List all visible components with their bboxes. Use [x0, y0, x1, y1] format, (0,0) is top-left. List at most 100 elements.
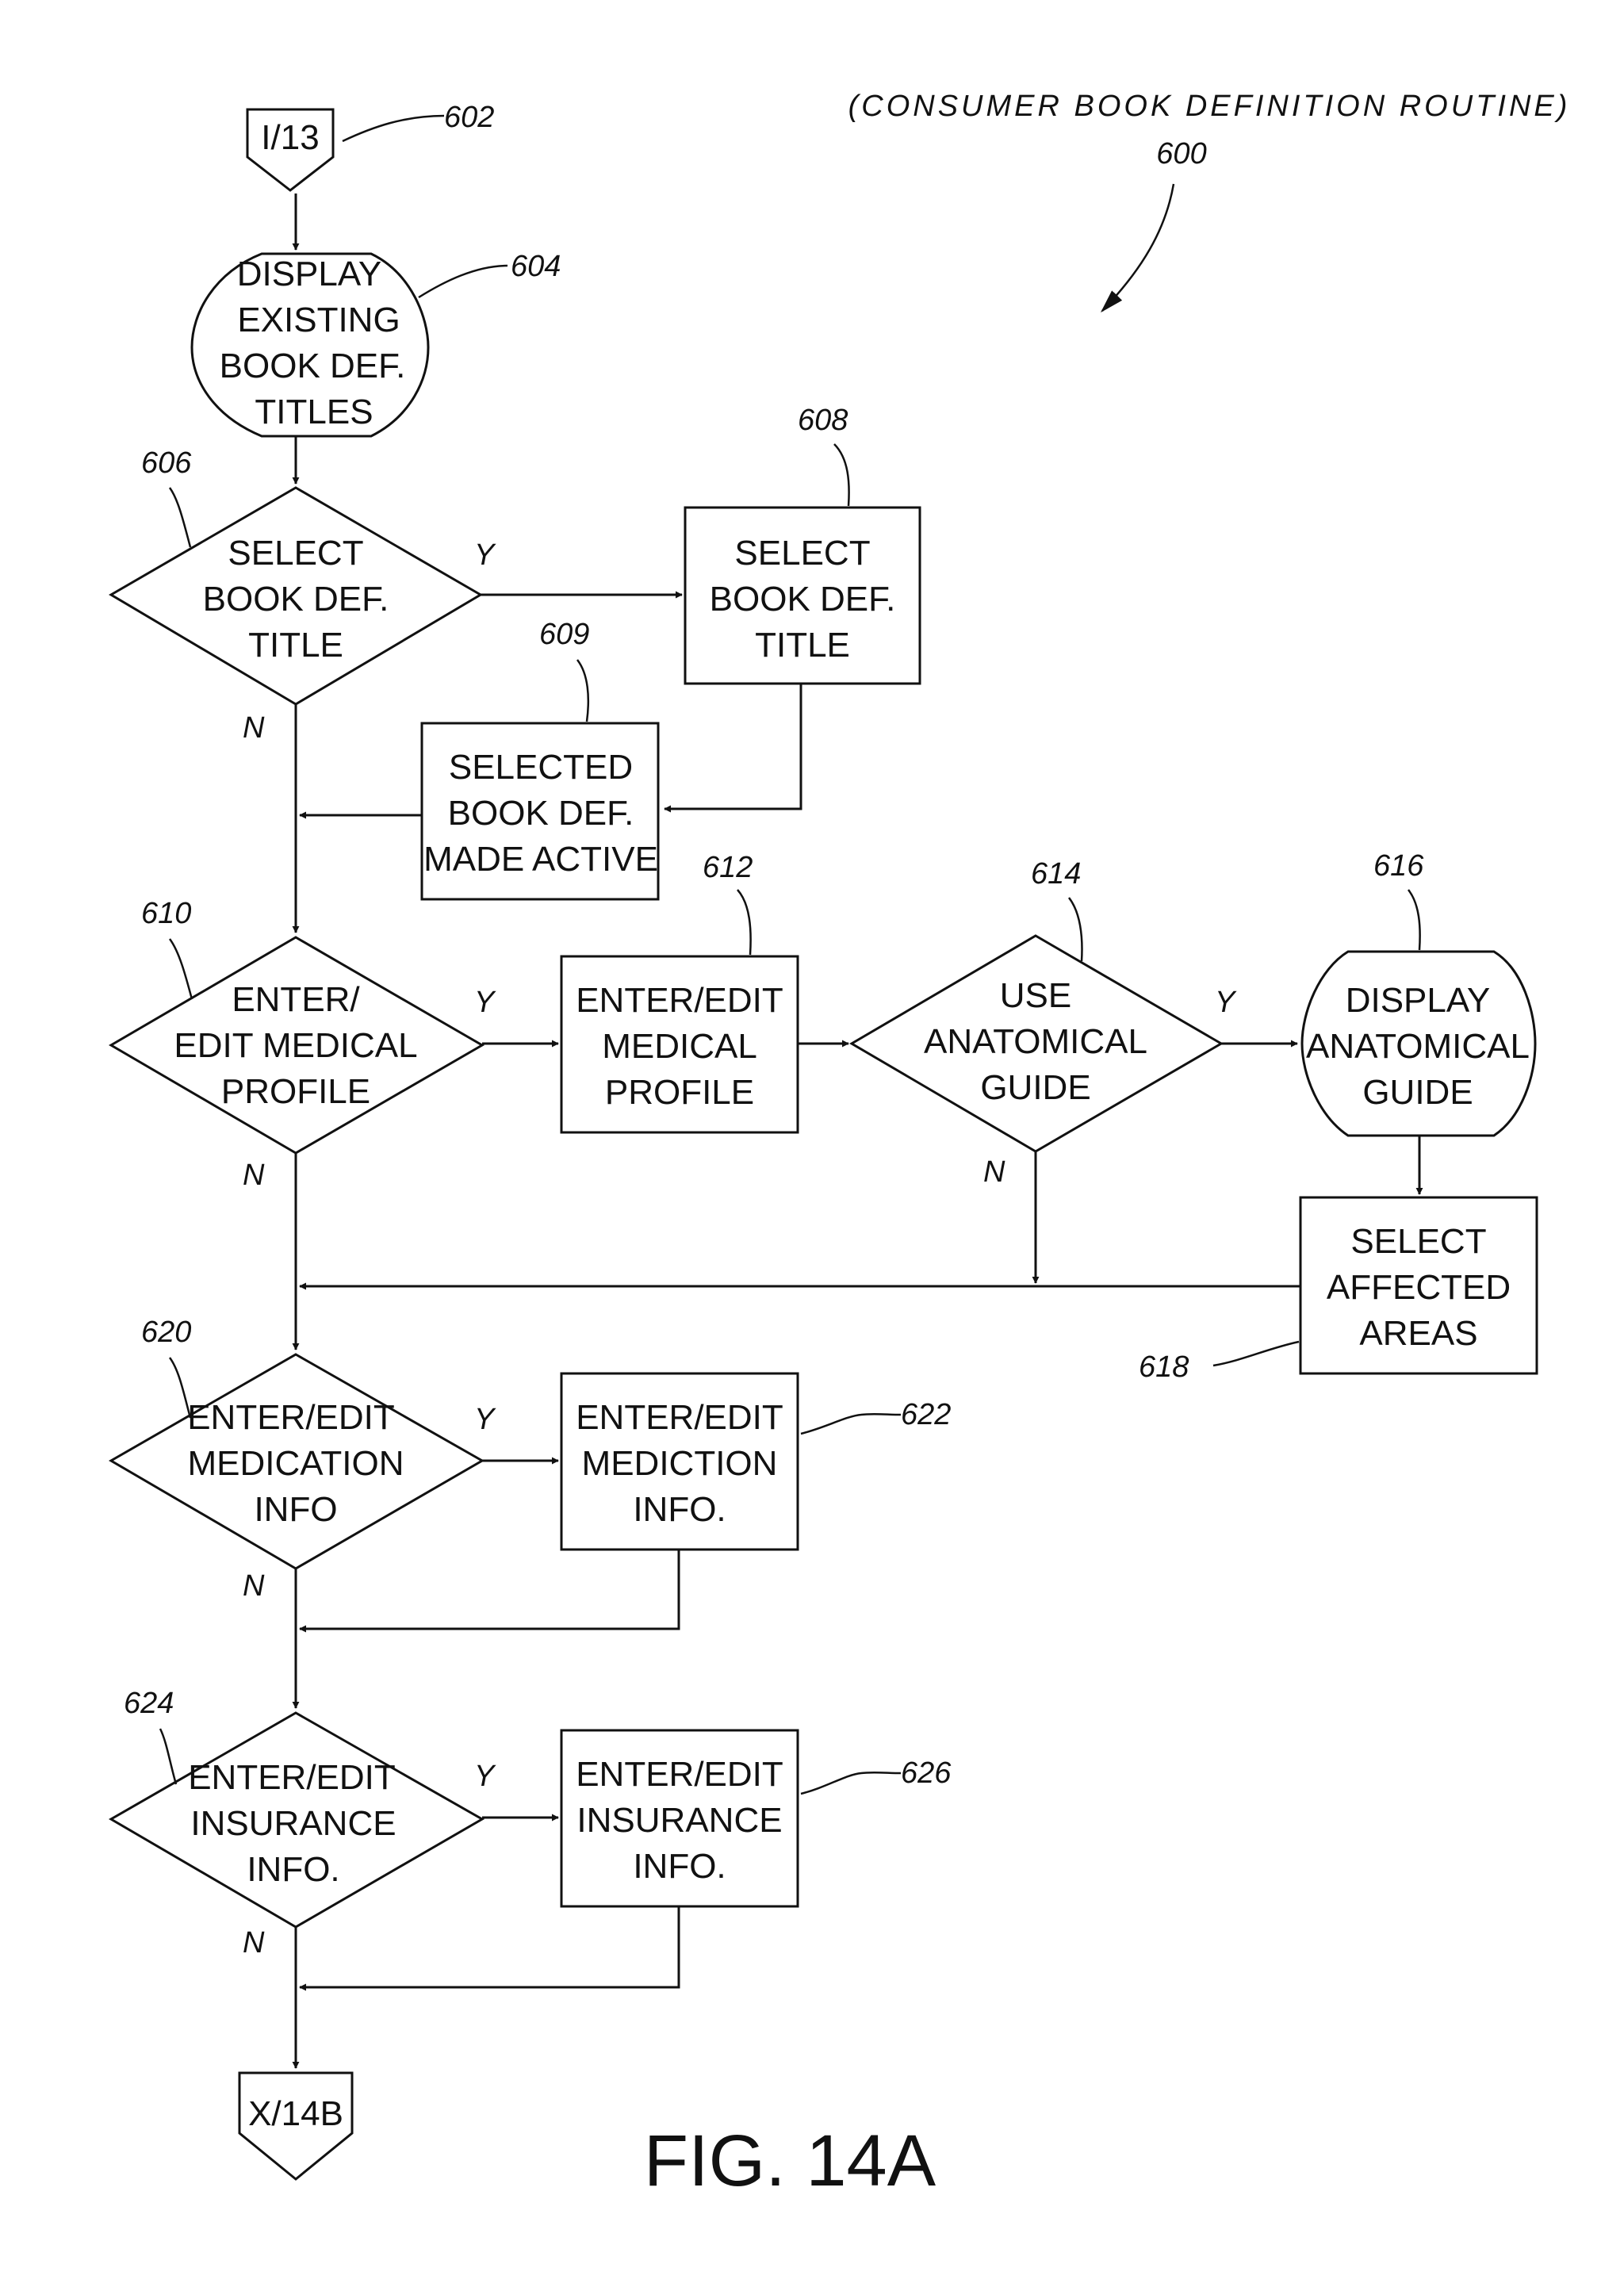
node-604-text-line-3: BOOK DEF. — [220, 347, 406, 385]
node-620-leader — [170, 1358, 190, 1418]
edge-610-yes-label: Y — [474, 986, 496, 1019]
node-608-leader — [834, 444, 849, 506]
diagram-ref-arrow — [1102, 184, 1174, 311]
node-610-text-line-2: EDIT MEDICAL — [174, 1026, 417, 1065]
node-626-ref: 626 — [901, 1756, 952, 1790]
node-620-text-line-2: MEDICATION — [188, 1444, 404, 1483]
node-620-ref: 620 — [141, 1316, 191, 1349]
node-626-leader — [801, 1772, 901, 1794]
node-620-text-line-3: INFO — [254, 1490, 337, 1529]
node-614-leader — [1069, 898, 1082, 961]
node-616-text-line-2: ANATOMICAL — [1306, 1027, 1530, 1066]
diagram-ref-label: 600 — [1156, 137, 1206, 170]
node-614-ref: 614 — [1031, 857, 1081, 891]
node-616-leader — [1408, 890, 1420, 950]
node-612-leader — [737, 890, 751, 955]
exit-offpage-connector: X/14B — [239, 2073, 352, 2179]
node-606-text-line-2: BOOK DEF. — [203, 580, 389, 619]
node-626-text-line-1: ENTER/EDIT — [576, 1755, 783, 1794]
node-610-text-line-3: PROFILE — [221, 1072, 370, 1111]
edge-622-main — [300, 1550, 679, 1629]
node-606-text-line-1: SELECT — [228, 534, 363, 573]
node-620-text-line-1: ENTER/EDIT — [187, 1398, 395, 1437]
node-608-ref: 608 — [798, 404, 848, 437]
node-624-ref: 624 — [124, 1687, 174, 1720]
node-609-process: SELECTED BOOK DEF. MADE ACTIVE — [422, 723, 658, 899]
node-616-text-line-3: GUIDE — [1362, 1073, 1473, 1112]
node-618-process: SELECT AFFECTED AREAS — [1300, 1197, 1537, 1373]
edge-624-yes-label: Y — [474, 1760, 496, 1793]
edge-626-main — [300, 1906, 679, 1987]
node-616-display: DISPLAY ANATOMICAL GUIDE — [1302, 952, 1535, 1136]
node-602-offpage-connector: I/13 — [247, 109, 333, 190]
node-612-ref: 612 — [703, 851, 753, 884]
node-608-text-line-3: TITLE — [755, 626, 850, 665]
node-609-text-line-1: SELECTED — [449, 748, 633, 787]
node-618-text-line-2: AFFECTED — [1327, 1268, 1511, 1307]
figure-label: FIG. 14A — [644, 2120, 936, 2201]
node-610-ref: 610 — [141, 897, 191, 930]
node-612-text-line-2: MEDICAL — [602, 1027, 757, 1066]
node-608-text-line-1: SELECT — [734, 534, 870, 573]
edge-606-no-label: N — [243, 711, 265, 745]
node-602-ref: 602 — [444, 101, 494, 134]
node-614-text-line-1: USE — [1000, 976, 1071, 1015]
exit-connector-text: X/14B — [248, 2094, 343, 2133]
node-606-decision: SELECT BOOK DEF. TITLE — [111, 488, 481, 704]
edge-624-no-label: N — [243, 1926, 265, 1959]
edge-606-yes-label: Y — [474, 538, 496, 572]
node-624-text-line-2: INSURANCE — [190, 1804, 396, 1843]
node-618-leader — [1213, 1342, 1299, 1366]
edge-610-no-label: N — [243, 1159, 265, 1192]
node-609-text-line-2: BOOK DEF. — [448, 794, 634, 833]
node-624-text-line-3: INFO. — [247, 1850, 339, 1889]
node-612-text-line-1: ENTER/EDIT — [576, 981, 783, 1020]
node-618-text-line-3: AREAS — [1359, 1314, 1477, 1353]
edge-614-no-label: N — [983, 1155, 1005, 1189]
node-610-text-line-1: ENTER/ — [232, 980, 360, 1019]
node-622-ref: 622 — [901, 1398, 951, 1431]
node-604-display: DISPLAY EXISTING BOOK DEF. TITLES — [192, 254, 428, 436]
node-626-process: ENTER/EDIT INSURANCE INFO. — [561, 1730, 798, 1906]
node-606-leader — [170, 488, 190, 547]
node-602-text: I/13 — [261, 118, 319, 157]
edge-620-yes-label: Y — [474, 1403, 496, 1436]
node-610-leader — [170, 939, 192, 999]
node-609-leader — [577, 660, 588, 722]
node-624-text-line-1: ENTER/EDIT — [188, 1758, 396, 1797]
node-620-decision: ENTER/EDIT MEDICATION INFO — [111, 1354, 482, 1569]
node-609-ref: 609 — [539, 618, 589, 651]
node-604-text-line-1: DISPLAY — [237, 255, 382, 293]
node-604-ref: 604 — [511, 250, 561, 283]
node-626-text-line-3: INFO. — [633, 1847, 726, 1886]
node-622-text-line-1: ENTER/EDIT — [576, 1398, 783, 1437]
node-626-text-line-2: INSURANCE — [576, 1801, 782, 1840]
node-622-leader — [801, 1414, 901, 1434]
node-610-decision: ENTER/ EDIT MEDICAL PROFILE — [111, 937, 482, 1153]
edge-608-609 — [665, 684, 801, 809]
diagram-title: (CONSUMER BOOK DEFINITION ROUTINE) — [848, 90, 1571, 123]
node-624-leader — [160, 1729, 176, 1784]
node-614-decision: USE ANATOMICAL GUIDE — [852, 936, 1221, 1151]
node-604-text-line-2: EXISTING — [237, 301, 400, 339]
node-616-text-line-1: DISPLAY — [1346, 981, 1491, 1020]
node-622-text-line-3: INFO. — [633, 1490, 726, 1529]
node-604-leader — [419, 266, 508, 297]
node-616-ref: 616 — [1373, 849, 1424, 883]
edge-620-no-label: N — [243, 1569, 265, 1603]
node-609-text-line-3: MADE ACTIVE — [423, 840, 658, 879]
node-608-process: SELECT BOOK DEF. TITLE — [685, 508, 920, 684]
node-612-process: ENTER/EDIT MEDICAL PROFILE — [561, 956, 798, 1132]
node-604-text-line-4: TITLES — [255, 393, 373, 431]
node-606-ref: 606 — [141, 446, 192, 480]
node-608-text-line-2: BOOK DEF. — [710, 580, 896, 619]
node-602-leader — [343, 116, 444, 141]
node-618-text-line-1: SELECT — [1350, 1222, 1486, 1261]
edge-614-yes-label: Y — [1215, 986, 1237, 1019]
node-618-ref: 618 — [1139, 1350, 1189, 1384]
node-622-process: ENTER/EDIT MEDICTION INFO. — [561, 1373, 798, 1550]
node-606-text-line-3: TITLE — [248, 626, 343, 665]
node-614-text-line-2: ANATOMICAL — [924, 1022, 1147, 1061]
node-612-text-line-3: PROFILE — [605, 1073, 754, 1112]
